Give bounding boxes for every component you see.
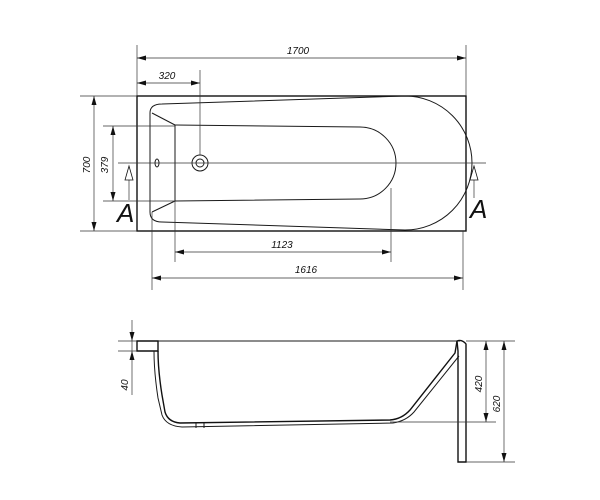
- dimension-label-1700: 1700: [287, 46, 310, 57]
- dimension-379: 379: [100, 125, 175, 202]
- dimension-label-320: 320: [159, 71, 176, 82]
- dimension-label-420: 420: [474, 375, 485, 392]
- tub-shell-inner: [153, 350, 460, 428]
- tub-shell-outer: [157, 340, 458, 424]
- basin-step-top: [151, 112, 176, 126]
- section-marker-right: A: [468, 164, 487, 224]
- dimension-label-620: 620: [492, 395, 503, 412]
- section-label-left: A: [115, 198, 134, 228]
- tub-apron: [456, 339, 467, 463]
- section-marker-left: A: [115, 164, 134, 228]
- section-view: [136, 339, 467, 463]
- dimension-320: 320: [137, 70, 201, 155]
- dimension-label-379: 379: [100, 156, 111, 173]
- dimension-label-40: 40: [120, 379, 131, 391]
- dimension-label-1123: 1123: [271, 240, 293, 251]
- dimension-700: 700: [80, 95, 137, 232]
- dimension-label-700: 700: [82, 156, 93, 173]
- dimension-1123: 1123: [174, 188, 392, 262]
- tub-basin-outline: [149, 95, 473, 231]
- top-view: [118, 95, 486, 232]
- tub-rim-left: [136, 340, 159, 352]
- basin-step-bottom: [151, 200, 176, 213]
- dimension-1700: 1700: [136, 45, 467, 96]
- tub-outline-top: [136, 95, 467, 232]
- dimension-620: 620: [466, 341, 515, 463]
- dimension-1616: 1616: [151, 212, 464, 290]
- dimension-420: 420: [390, 340, 515, 423]
- dimension-40: 40: [118, 320, 137, 395]
- section-label-right: A: [468, 194, 487, 224]
- dimension-label-1616: 1616: [295, 265, 318, 276]
